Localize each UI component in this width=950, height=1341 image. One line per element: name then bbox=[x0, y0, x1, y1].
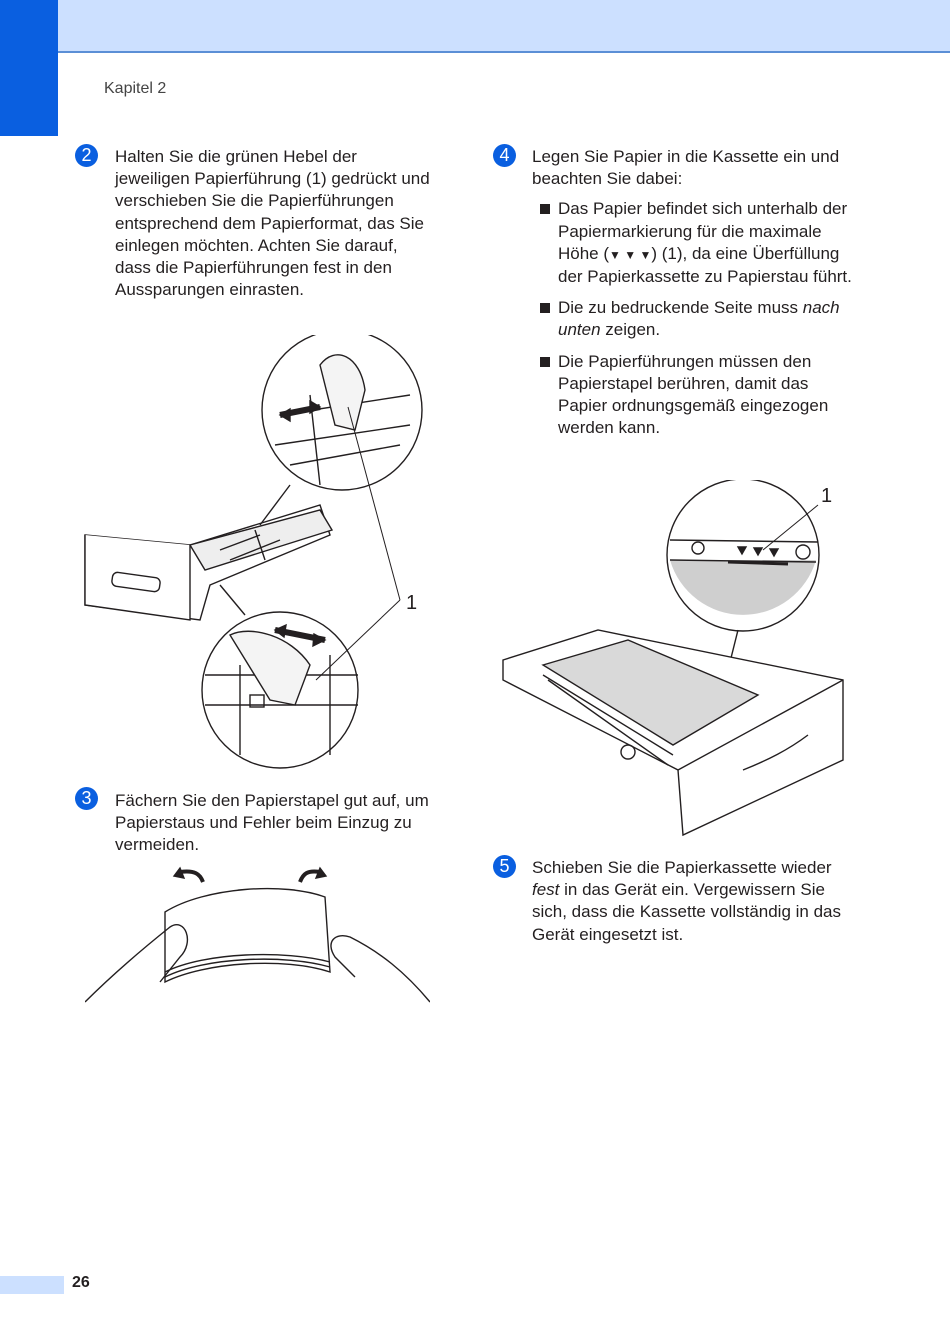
step-badge-3: 3 bbox=[75, 787, 98, 810]
step-text-5: Schieben Sie die Papierkassette wieder f… bbox=[532, 857, 862, 946]
fan-paper-illustration bbox=[85, 866, 430, 1003]
guide-callout-number: 1 bbox=[406, 592, 418, 614]
step-text-3: Fächern Sie den Papierstapel gut auf, um… bbox=[115, 790, 445, 857]
step-text-4: Legen Sie Papier in die Kassette ein und… bbox=[532, 146, 862, 448]
step-4-bullets: Das Papier befindet sich unterhalb der P… bbox=[532, 198, 862, 439]
page-number: 26 bbox=[72, 1274, 90, 1291]
mark-callout-number: 1 bbox=[821, 485, 833, 507]
paper-guide-illustration bbox=[84, 335, 423, 769]
list-item: Die zu bedruckende Seite muss nach unten… bbox=[532, 297, 862, 341]
header-rule bbox=[58, 51, 950, 53]
step-5-paragraph: Schieben Sie die Papierkassette wieder f… bbox=[532, 858, 842, 944]
step-4-intro: Legen Sie Papier in die Kassette ein und… bbox=[532, 147, 840, 189]
step-2-paragraph: Halten Sie die grünen Hebel der jeweilig… bbox=[115, 147, 430, 300]
step-badge-5: 5 bbox=[493, 855, 516, 878]
step-badge-2: 2 bbox=[75, 144, 98, 167]
list-item: Die Papierführungen müssen den Papiersta… bbox=[532, 351, 862, 440]
header-band bbox=[0, 0, 950, 51]
paper-loaded-illustration bbox=[502, 480, 844, 837]
list-item: Das Papier befindet sich unterhalb der P… bbox=[532, 198, 862, 288]
max-height-marks: ▼ ▼ ▼ bbox=[609, 247, 652, 262]
footer-band bbox=[0, 1276, 64, 1294]
step-text-2: Halten Sie die grünen Hebel der jeweilig… bbox=[115, 146, 435, 301]
chapter-tab bbox=[0, 0, 58, 136]
step-badge-4: 4 bbox=[493, 144, 516, 167]
step-3-paragraph: Fächern Sie den Papierstapel gut auf, um… bbox=[115, 791, 429, 855]
chapter-label: Kapitel 2 bbox=[104, 80, 167, 97]
